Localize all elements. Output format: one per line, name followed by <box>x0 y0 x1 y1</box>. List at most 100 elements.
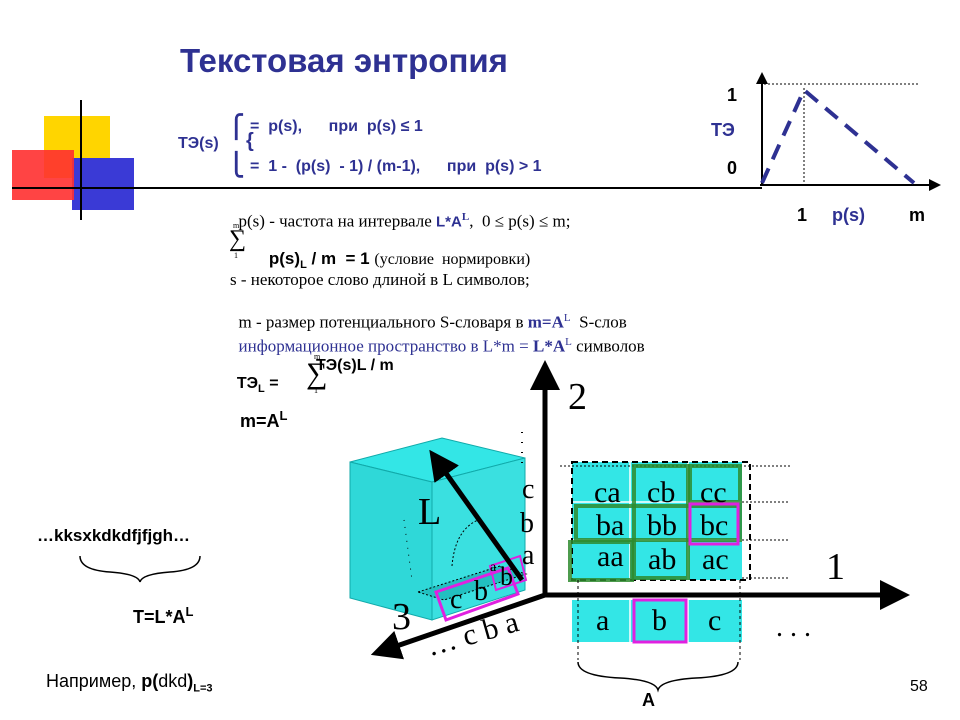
axis-2-letter-a: a <box>522 540 535 571</box>
graph-x-m: m <box>909 205 926 225</box>
formula-brace-bottom: ⎩ <box>228 152 245 177</box>
grid-cell-ac: ac <box>702 543 729 576</box>
grid-background <box>572 462 742 580</box>
te-avg-lhs: ТЭ <box>236 375 259 392</box>
norm-note: (условие нормировки) <box>374 251 531 268</box>
formula-brace-mid: { <box>246 130 254 152</box>
graph-y-label: ТЭ <box>711 120 735 140</box>
te-sum-bottom: 1 <box>314 386 318 395</box>
deco-red-square <box>12 150 74 200</box>
graph-te-curve <box>760 86 916 185</box>
base-cell-a: a <box>596 604 610 637</box>
graph-x-one: 1 <box>797 205 808 225</box>
example-p: p( <box>141 671 159 691</box>
t-definition: T=L*AL <box>133 604 193 628</box>
te-avg-eq: = <box>264 375 284 392</box>
slide-title: Текстовая энтропия <box>180 42 508 79</box>
norm-sub: L <box>300 259 307 272</box>
cube <box>349 437 528 622</box>
base-row-magenta-b <box>632 598 688 644</box>
grid-cell-cb: cb <box>647 476 676 509</box>
cube-bottom-strip <box>416 565 528 601</box>
deco-horizontal-line <box>12 187 762 189</box>
te-graph <box>756 72 941 191</box>
dict-value-sup: L <box>563 312 571 324</box>
info-mid: в L*m = <box>466 336 533 356</box>
grid-cell-aa: aa <box>597 540 624 573</box>
freq-prefix: p(s) - частота на интервале <box>238 211 436 231</box>
te-average-formula: ТЭL = <box>228 357 283 395</box>
norm-sum-top: m <box>233 221 240 230</box>
cube-letter-b-1: b <box>474 576 488 607</box>
base-row-background <box>572 600 742 642</box>
formula-brace-top: ⎧ <box>228 114 245 139</box>
axis-L-label: L <box>418 491 442 533</box>
axis-2-letter-c: c <box>522 474 535 505</box>
grid-cell-ba: ba <box>596 509 625 542</box>
freq-interval-sup: L <box>461 211 470 223</box>
word-definition: s - некоторое слово длиной в L символов; <box>230 270 530 289</box>
green-box-col-b <box>632 464 690 580</box>
axis-1-label: 1 <box>826 546 845 588</box>
info-suffix: символов <box>571 336 645 356</box>
dictionary-size-line: m - размер потенциального S-словаря в m=… <box>230 292 627 333</box>
green-box-aa <box>568 540 634 582</box>
freq-interval: L*A <box>436 213 462 231</box>
info-value: L*A <box>533 336 566 356</box>
formula-lhs: ТЭ(s) <box>178 135 219 152</box>
grid-cell-bc: bc <box>700 509 729 542</box>
norm-sum-sign: ∑ <box>229 226 247 252</box>
dict-suffix: S-слов <box>570 312 627 332</box>
example-line: Например, p(dkd)L=3 <box>36 650 213 695</box>
m-definition: m=AL <box>240 408 287 432</box>
cube-letter-b-2: b <box>500 562 513 591</box>
deco-blue-square <box>72 158 134 210</box>
freq-definition: p(s) - частота на интервале L*AL, 0 ≤ p(… <box>230 191 571 232</box>
green-box-row-b <box>574 504 742 542</box>
base-brace <box>577 661 739 693</box>
axis-L <box>429 449 525 582</box>
example-string: …kksxkdkdfjfjgh… <box>37 526 191 545</box>
t-def-sup: L <box>185 604 194 619</box>
green-box-cc <box>688 464 742 504</box>
te-sum-top: m <box>314 352 321 361</box>
magenta-box-bc <box>688 502 740 546</box>
te-sum-sign: ∑ <box>306 357 328 390</box>
example-close: ) <box>187 671 194 691</box>
axis-2-letter-b: b <box>520 508 534 539</box>
cube-arc <box>451 519 479 567</box>
base-cell-c: c <box>708 604 722 637</box>
formula-case-2: = 1 - (p(s) - 1) / (m-1), при p(s) > 1 <box>250 158 542 175</box>
te-avg-rhs: ТЭ(s)L / m <box>316 357 394 374</box>
te-avg-sub: L <box>258 383 265 396</box>
cube-letter-a: a <box>490 560 497 575</box>
example-sub: L=3 <box>193 682 213 695</box>
base-row <box>572 580 742 660</box>
norm-sum-bottom: 1 <box>234 251 238 260</box>
graph-y-zero: 0 <box>727 158 738 178</box>
dict-value: m=A <box>527 312 564 332</box>
dots-right: . . . <box>776 612 811 643</box>
cube-front-face <box>349 461 433 621</box>
grid-cell-ca: ca <box>594 476 621 509</box>
example-word: dkd <box>158 671 188 691</box>
page-number: 58 <box>910 678 928 695</box>
graph-x-label: p(s) <box>832 205 865 225</box>
grid-cells <box>560 461 790 582</box>
base-set-label: A <box>642 690 655 710</box>
axis-2-label: 2 <box>568 376 587 418</box>
axis-3 <box>370 592 546 660</box>
normalization-condition: p(s)L / m = 1 (условие нормировки) <box>260 231 530 271</box>
dict-prefix: m - размер потенциального S-словаря в <box>238 312 528 332</box>
grid-cell-cc: cc <box>700 476 727 509</box>
norm-main: p(s) <box>268 249 301 268</box>
info-value-sup: L <box>565 336 572 348</box>
m-def-text: m=A <box>240 411 280 431</box>
grid-cell-bb: bb <box>647 509 677 542</box>
info-prefix: информационное пространство <box>238 336 467 356</box>
graph-y-top: 1 <box>727 85 738 105</box>
info-space-line: информационное пространство в L*m = L*AL… <box>230 316 645 357</box>
t-def-text: T=L*A <box>133 607 186 627</box>
example-prefix: Например, <box>46 671 142 691</box>
deco-vertical-line <box>80 100 82 220</box>
